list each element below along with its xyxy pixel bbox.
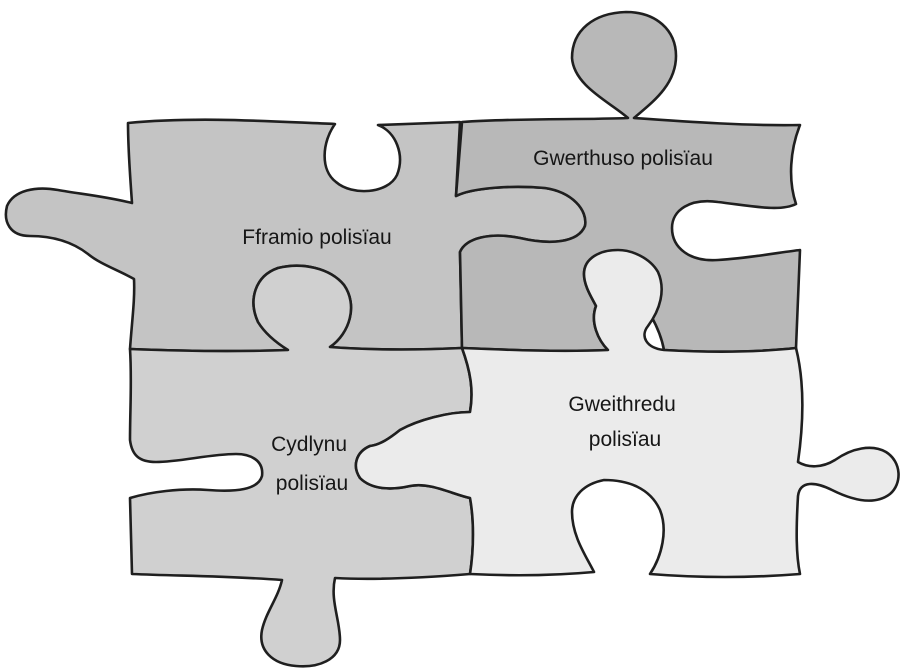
- cydlynu-label-line-2: polisïau: [276, 472, 348, 495]
- puzzle-piece-gwerthuso-shape: [454, 10, 802, 353]
- gwerthuso-label: Gwerthuso polisïau: [533, 147, 713, 170]
- gweithredu-label-line-1: Gweithredu: [568, 393, 675, 416]
- fframio-label-line-1: Fframio polisïau: [242, 226, 391, 249]
- cydlynu-label-line-1: Cydlynu: [271, 433, 347, 456]
- gweithredu-label-line-2: polisïau: [589, 428, 661, 451]
- gwerthuso-label-line-1: Gwerthuso polisïau: [533, 147, 713, 170]
- gweithredu-label: Gweithredu polisïau: [568, 393, 681, 451]
- fframio-label: Fframio polisïau: [242, 226, 391, 249]
- puzzle-piece-gwerthuso: Gwerthuso polisïau: [454, 10, 802, 353]
- puzzle-piece-gweithredu: Gweithredu polisïau: [354, 248, 900, 579]
- cydlynu-label: Cydlynu polisïau: [271, 433, 353, 495]
- puzzle-piece-gweithredu-shape: [354, 248, 900, 579]
